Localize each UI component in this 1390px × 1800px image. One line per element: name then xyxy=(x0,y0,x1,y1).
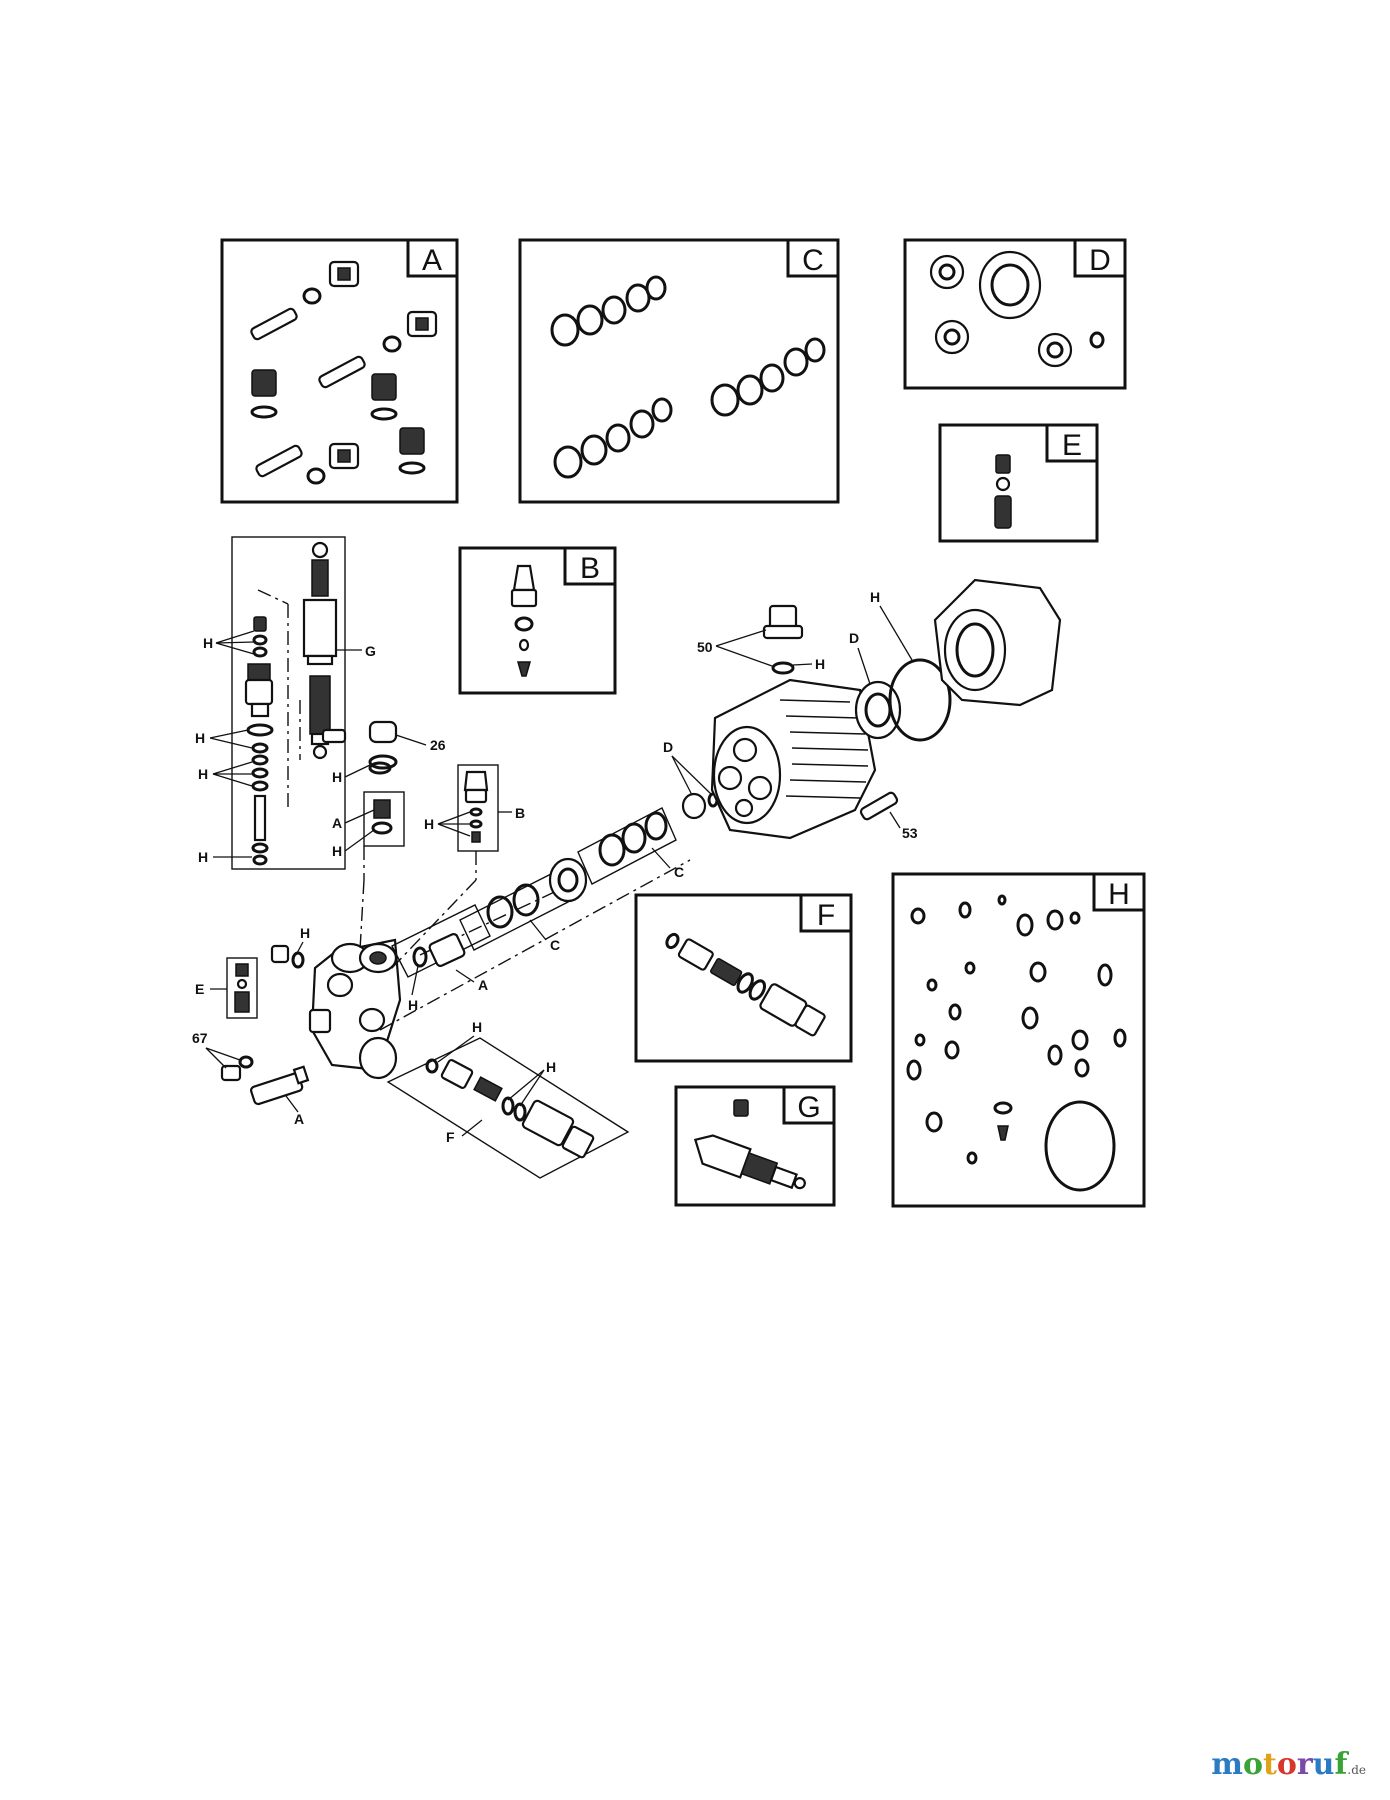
watermark-letter: o xyxy=(1242,1747,1263,1782)
watermark-letter: t xyxy=(1262,1747,1277,1782)
kit-d-shaft-seal xyxy=(978,250,1042,320)
plunger-axis-line xyxy=(379,859,691,1031)
kit-e-label: E xyxy=(1062,429,1082,462)
kit-h-label: H xyxy=(1108,878,1130,911)
kit-a-label: A xyxy=(422,244,442,277)
unloader-callouts: H G H H H xyxy=(195,630,376,865)
callout-h: H xyxy=(815,656,825,672)
kit-a-bolt xyxy=(250,307,298,341)
kit-c-label: C xyxy=(802,244,824,277)
kit-a-valve-cage xyxy=(370,373,398,421)
callout-a: A xyxy=(332,815,342,831)
callout-e: E xyxy=(195,981,204,997)
kit-a-valve-cage xyxy=(398,427,426,475)
callout-h: H xyxy=(332,769,342,785)
kit-a-bolt xyxy=(255,444,303,478)
watermark-letter: u xyxy=(1312,1747,1335,1782)
kit-d-oil-seal xyxy=(934,319,970,355)
callout-h: H xyxy=(472,1019,482,1035)
callout-h: H xyxy=(546,1059,556,1075)
kit-d-o-ring xyxy=(1089,331,1105,349)
callout-g: G xyxy=(365,643,376,659)
watermark-letter: r xyxy=(1296,1747,1313,1782)
motoruf-watermark: motoruf.de xyxy=(1211,1747,1366,1782)
callout-d: D xyxy=(849,630,859,646)
kit-d-oil-seal xyxy=(929,254,965,290)
callout-h: H xyxy=(203,635,213,651)
kit-a-bolt xyxy=(318,355,366,389)
watermark-letter: o xyxy=(1276,1747,1297,1782)
watermark-letters: motoruf xyxy=(1211,1747,1347,1782)
callout-b: B xyxy=(515,805,525,821)
kit-b-panel: B xyxy=(458,546,617,695)
kit-c-seal-stack xyxy=(710,337,826,417)
callout-h: H xyxy=(424,816,434,832)
kit-a-valve-cage xyxy=(250,369,278,419)
callout-c: C xyxy=(674,864,684,880)
callout-h: H xyxy=(198,766,208,782)
kit-a-check-valve xyxy=(302,260,360,305)
kit-g-panel: G xyxy=(674,1085,836,1207)
crankcase xyxy=(710,578,1062,840)
callout-26: 26 xyxy=(430,737,446,753)
kit-f-panel: F xyxy=(634,893,853,1063)
kit-e-unloader-parts xyxy=(994,454,1012,529)
pump-manifold xyxy=(220,938,402,1106)
kit-d-label: D xyxy=(1089,244,1111,277)
watermark-tld: .de xyxy=(1347,1763,1366,1777)
callout-53: 53 xyxy=(902,825,918,841)
watermark-letter: f xyxy=(1334,1747,1348,1782)
kit-e-panel: E xyxy=(938,423,1099,543)
kit-g-thermal-valve xyxy=(693,1099,806,1190)
unloader-valve-assembly xyxy=(231,536,346,870)
watermark-letter: m xyxy=(1211,1747,1243,1782)
callout-67: 67 xyxy=(192,1030,208,1046)
callout-d: D xyxy=(663,739,673,755)
injector-kit-b xyxy=(389,764,499,971)
kit-a-panel: A xyxy=(220,238,459,504)
kit-d-panel: D xyxy=(903,238,1127,390)
kit-h-panel: H xyxy=(891,872,1146,1208)
callout-50: 50 xyxy=(697,639,713,655)
callout-a: A xyxy=(478,977,488,993)
kit-g-label: G xyxy=(797,1091,820,1124)
kit-b-label: B xyxy=(580,552,600,585)
kit-a-check-valve xyxy=(306,442,360,485)
plug-26 xyxy=(368,720,398,770)
kit-c-panel: C xyxy=(518,238,840,504)
callout-h: H xyxy=(195,730,205,746)
kit-f-label: F xyxy=(817,899,835,932)
callout-a: A xyxy=(294,1111,304,1127)
callout-h: H xyxy=(408,997,418,1013)
callout-h: H xyxy=(198,849,208,865)
unloader-spring-kit-e xyxy=(226,957,258,1019)
callout-h: H xyxy=(870,589,880,605)
callout-f: F xyxy=(446,1129,455,1145)
kit-h-o-ring-assortment xyxy=(906,894,1127,1192)
callout-h: H xyxy=(332,843,342,859)
relief-valve-group-f xyxy=(386,1037,630,1179)
kit-a-check-valve xyxy=(382,310,438,353)
callout-h: H xyxy=(300,925,310,941)
kit-b-injector-parts xyxy=(510,564,538,677)
assembly-callouts: 26 H A H H B H E 67 A H A C C H H F D xyxy=(192,589,918,1145)
inlet-valve-kit-a xyxy=(321,728,405,951)
kit-c-seal-stack xyxy=(550,275,667,347)
kit-d-oil-seal xyxy=(1037,332,1073,368)
callout-c: C xyxy=(550,937,560,953)
kit-f-relief-valve-parts xyxy=(665,932,826,1037)
kit-c-seal-stack xyxy=(553,397,673,479)
